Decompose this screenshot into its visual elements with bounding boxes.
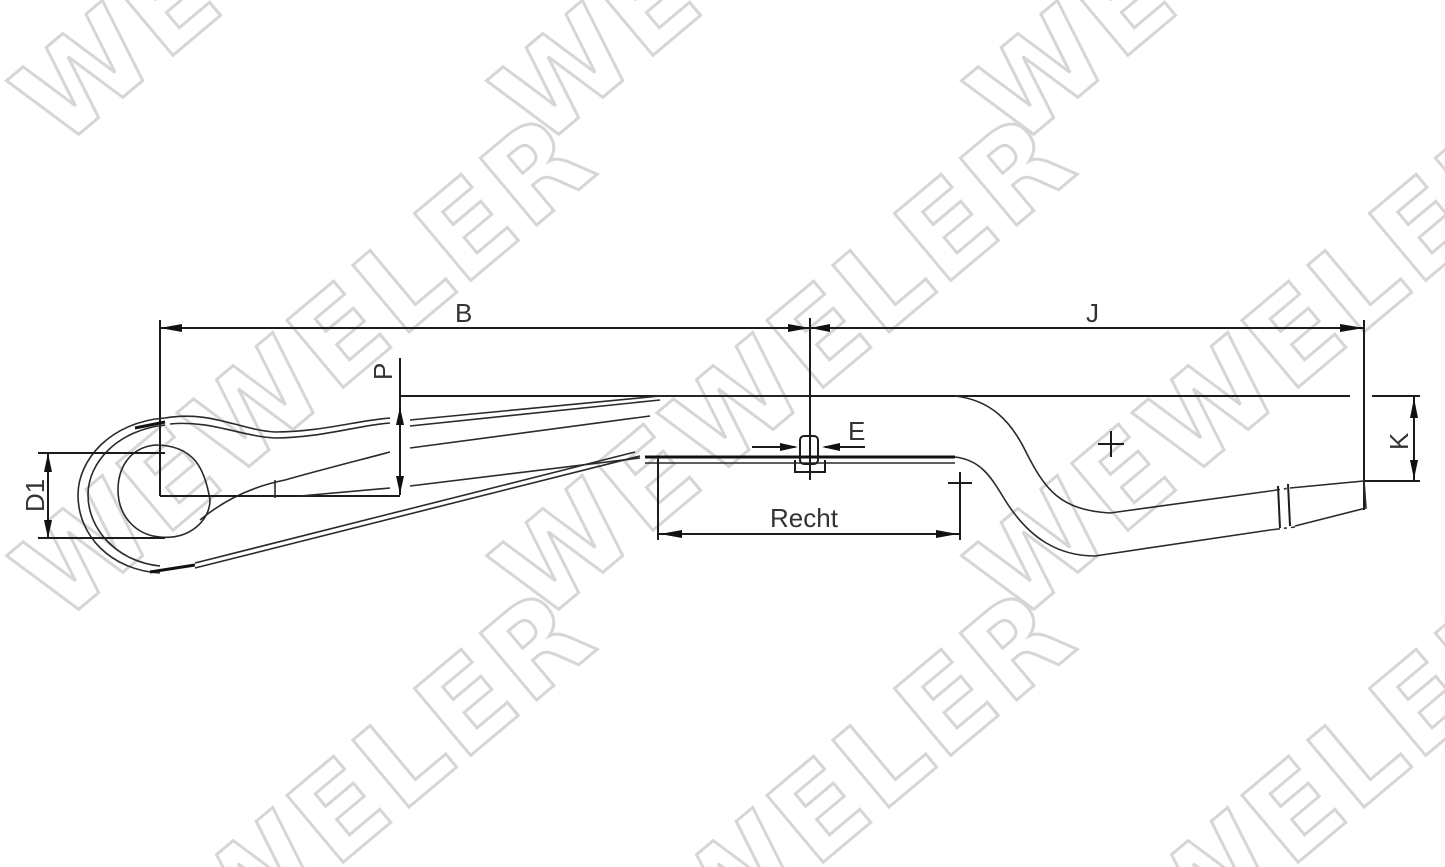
dimension-b-j: B J — [159, 298, 1365, 510]
center-bolt: E — [645, 416, 955, 473]
dimension-label-recht: Recht — [770, 503, 839, 533]
dimension-label-d1: D1 — [20, 479, 50, 512]
dimension-label-e: E — [848, 416, 865, 446]
spring-eye — [77, 395, 810, 574]
spring-right-end — [954, 395, 1367, 557]
dimension-label-j: J — [1086, 298, 1099, 328]
dimension-label-p: P — [368, 363, 398, 380]
dimension-recht: Recht — [657, 457, 972, 540]
dimension-p: P — [368, 358, 404, 495]
dimension-label-b: B — [455, 298, 472, 328]
dimension-d1: D1 — [20, 452, 165, 539]
dimension-label-k: K — [1384, 432, 1414, 450]
dimension-k: K — [1384, 396, 1418, 481]
